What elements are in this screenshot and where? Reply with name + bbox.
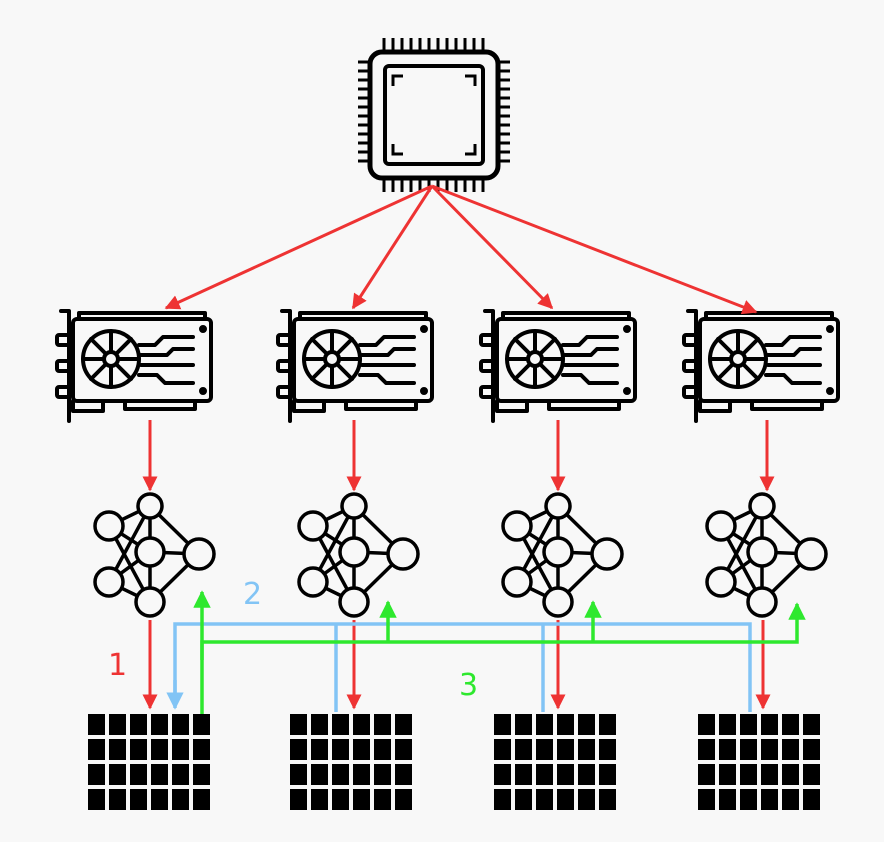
cpu-to-gpu-arrow <box>164 184 433 310</box>
graphics-card-icon <box>479 309 637 423</box>
neural-network-icon <box>297 492 420 618</box>
neural-network-icon <box>705 492 828 618</box>
cpu-chip-icon <box>358 38 510 192</box>
data-grid-icon <box>88 714 210 810</box>
data-grid-icon <box>494 714 616 810</box>
graphics-card-icon <box>682 309 840 423</box>
step3-label: 3 <box>459 668 478 703</box>
step3-broadcast-path <box>193 590 806 714</box>
data-grid-icon <box>290 714 412 810</box>
cpu-to-gpu-arrow <box>431 184 758 315</box>
neural-network-icon <box>93 492 216 618</box>
step1-gpu-to-model-arrows <box>142 420 775 492</box>
data-grid-icon <box>698 714 820 810</box>
graphics-card-icon <box>276 309 434 423</box>
step2-gather-path <box>166 622 752 712</box>
step1-model-to-data-arrows <box>142 620 771 710</box>
graphics-card-icon <box>55 309 213 423</box>
neural-network-icon <box>501 492 624 618</box>
step2-label: 2 <box>243 577 262 612</box>
step1-cpu-to-gpu-arrows <box>164 184 758 315</box>
step1-label: 1 <box>108 648 127 683</box>
cpu-to-gpu-arrow <box>351 185 434 310</box>
cpu-to-gpu-arrow <box>430 184 554 310</box>
